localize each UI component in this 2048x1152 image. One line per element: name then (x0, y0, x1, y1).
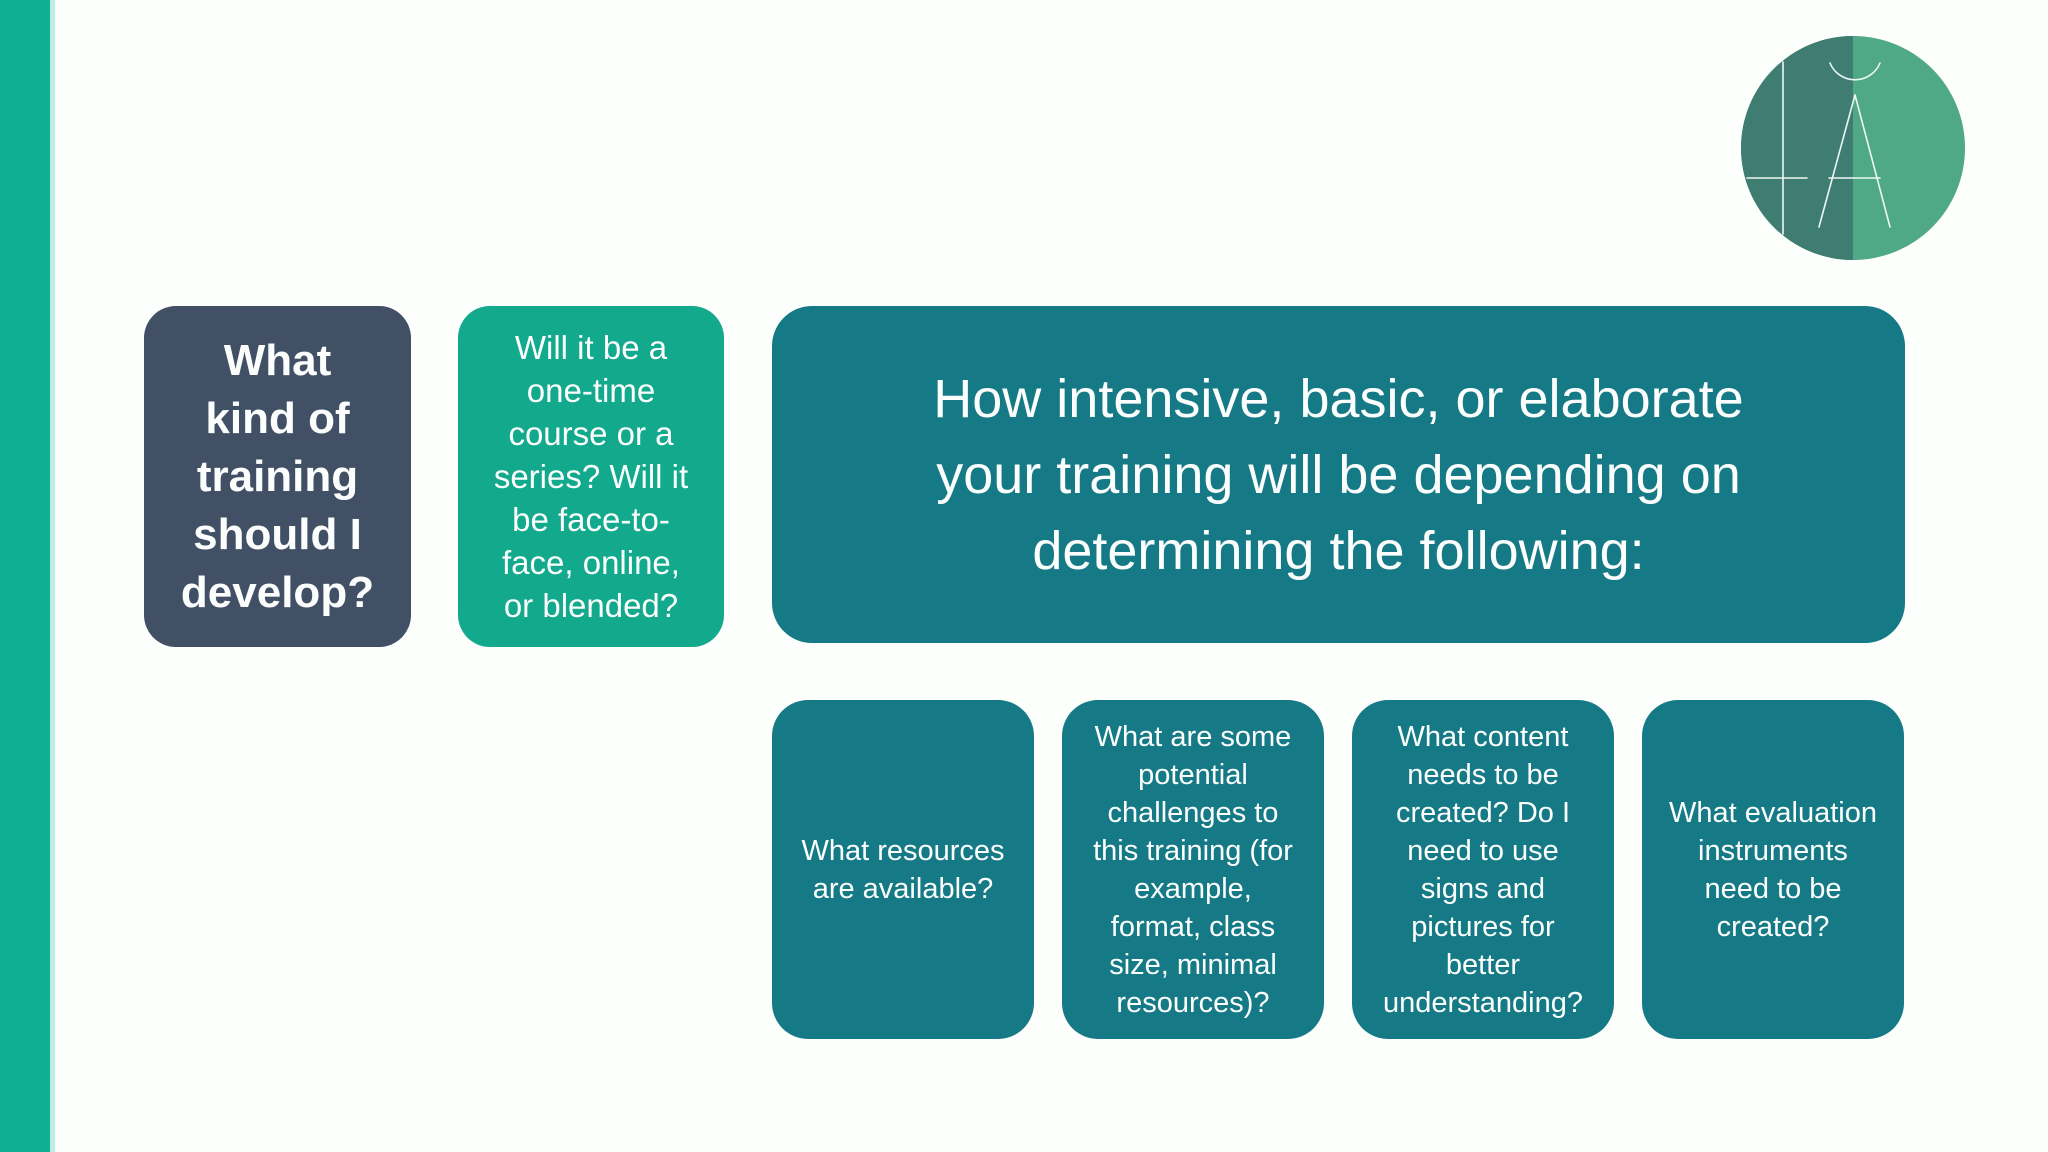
card-challenges-question: What are some potential challenges to th… (1062, 700, 1324, 1039)
card-challenges-question-text: What are some potential challenges to th… (1093, 720, 1293, 1019)
brand-logo (1741, 36, 1965, 260)
card-resources-question-text: What resources are available? (801, 834, 1005, 905)
card-content-question: What content needs to be created? Do I n… (1352, 700, 1614, 1039)
card-course-format-question-text: Will it be a one-time course or a series… (493, 329, 689, 624)
card-what-kind-of-training: What kind of training should I develop? (144, 306, 411, 647)
circle-monogram-icon (1741, 36, 1965, 260)
card-evaluation-question-text: What evaluation instruments need to be c… (1669, 796, 1877, 943)
card-intensity-heading: How intensive, basic, or elaborate your … (772, 306, 1905, 643)
accent-bar-edge (50, 0, 55, 1152)
card-resources-question: What resources are available? (772, 700, 1034, 1039)
logo-a-left-leg (1818, 94, 1856, 228)
logo-left-half (1741, 36, 1853, 260)
card-content-question-text: What content needs to be created? Do I n… (1383, 720, 1583, 1019)
logo-a-right-leg (1854, 94, 1891, 228)
logo-breve-arc (1829, 62, 1881, 81)
card-what-kind-of-training-text: What kind of training should I develop? (180, 335, 375, 617)
card-evaluation-question: What evaluation instruments need to be c… (1642, 700, 1904, 1039)
card-intensity-heading-text: How intensive, basic, or elaborate your … (933, 368, 1744, 581)
card-course-format-question: Will it be a one-time course or a series… (458, 306, 724, 647)
accent-bar (0, 0, 50, 1152)
logo-linework (1746, 61, 1891, 235)
